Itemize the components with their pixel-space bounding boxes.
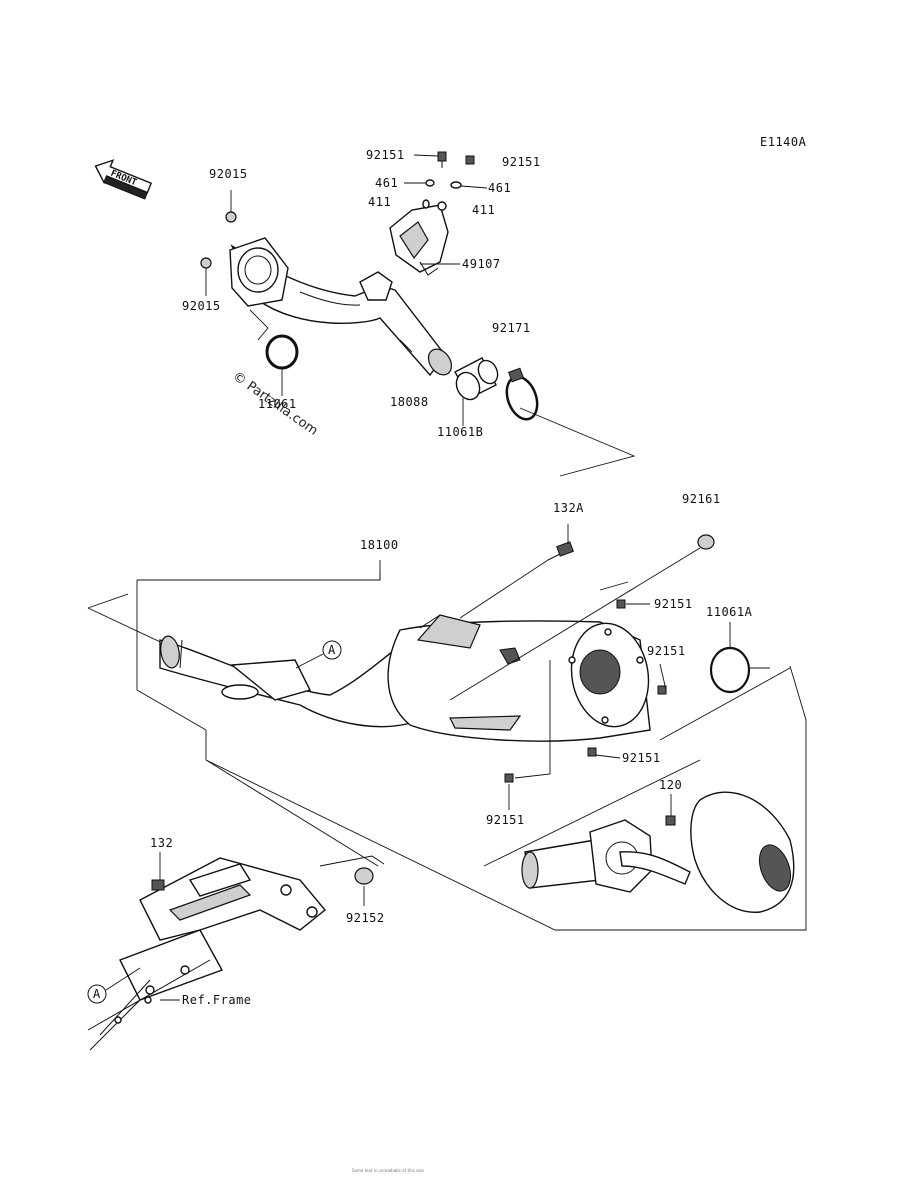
label-411-b: 411 <box>472 203 495 217</box>
label-92171: 92171 <box>492 321 531 335</box>
diagram-code: E1140A <box>760 135 807 149</box>
label-92152: 92152 <box>346 911 385 925</box>
collar-92161 <box>697 534 715 550</box>
bolt-120 <box>665 794 676 826</box>
label-411-a: 411 <box>368 195 391 209</box>
nut-92015-bottom <box>200 257 212 269</box>
bolt-92151-cap-right <box>657 685 667 695</box>
clamp-92171 <box>505 367 539 421</box>
label-49107: 49107 <box>462 257 501 271</box>
mounting-bracket <box>139 857 326 946</box>
muffler-18100 <box>159 614 651 742</box>
bolt-92151-lower <box>504 773 514 783</box>
label-18100: 18100 <box>360 538 399 552</box>
label-92151-d: 92151 <box>647 644 686 658</box>
label-132A: 132A <box>553 501 584 515</box>
bolt-92151-cap-top <box>616 599 626 609</box>
bolt-132 <box>151 852 165 891</box>
callout-a-bottom: A <box>87 967 141 1004</box>
washer-461-right <box>450 181 462 189</box>
grommet-411-left <box>422 199 430 209</box>
label-461-a: 461 <box>375 176 398 190</box>
front-arrow-icon: FRONT <box>94 159 153 200</box>
frame-section <box>87 929 224 1051</box>
label-92151-a: 92151 <box>366 148 405 162</box>
tailpipe-insert <box>483 759 701 893</box>
label-92015-b: 92015 <box>182 299 221 313</box>
bolt-92151-top-right <box>465 155 475 165</box>
callout-a-middle: A <box>295 640 342 669</box>
label-92151-c: 92151 <box>654 597 693 611</box>
bolt-132A <box>547 541 574 561</box>
middle-leader-lines <box>205 524 807 931</box>
label-92015-a: 92015 <box>209 167 248 181</box>
gasket-11061A <box>709 646 751 694</box>
collar-92152 <box>319 855 385 906</box>
svg-text:A: A <box>328 643 336 657</box>
ref-frame-label: Ref.Frame <box>182 993 252 1007</box>
label-461-b: 461 <box>488 181 511 195</box>
gasket-11061B <box>454 357 499 401</box>
label-120: 120 <box>659 778 682 792</box>
footer-text: Some text is unreadable at this size <box>352 1168 424 1173</box>
label-92151-f: 92151 <box>486 813 525 827</box>
header-pipe <box>229 237 453 377</box>
label-11061A: 11061A <box>706 605 753 619</box>
upper-leader-lines <box>205 154 636 477</box>
grommet-411-right <box>437 201 447 211</box>
svg-text:A: A <box>93 987 101 1001</box>
label-92161: 92161 <box>682 492 721 506</box>
bolt-92151-cap-bottom <box>587 747 597 757</box>
label-92151-e: 92151 <box>622 751 661 765</box>
heat-shield-49107 <box>389 204 449 276</box>
nut-92015-top <box>225 211 237 223</box>
washer-461-left <box>425 179 435 187</box>
label-92151-b: 92151 <box>502 155 541 169</box>
label-18088: 18088 <box>390 395 429 409</box>
bolt-92151-top-left <box>437 151 447 168</box>
silencer-end-cap <box>690 791 795 913</box>
label-11061B: 11061B <box>437 425 483 439</box>
gasket-11061 <box>265 334 299 370</box>
label-11061: 11061 <box>258 397 297 411</box>
label-132: 132 <box>150 836 173 850</box>
